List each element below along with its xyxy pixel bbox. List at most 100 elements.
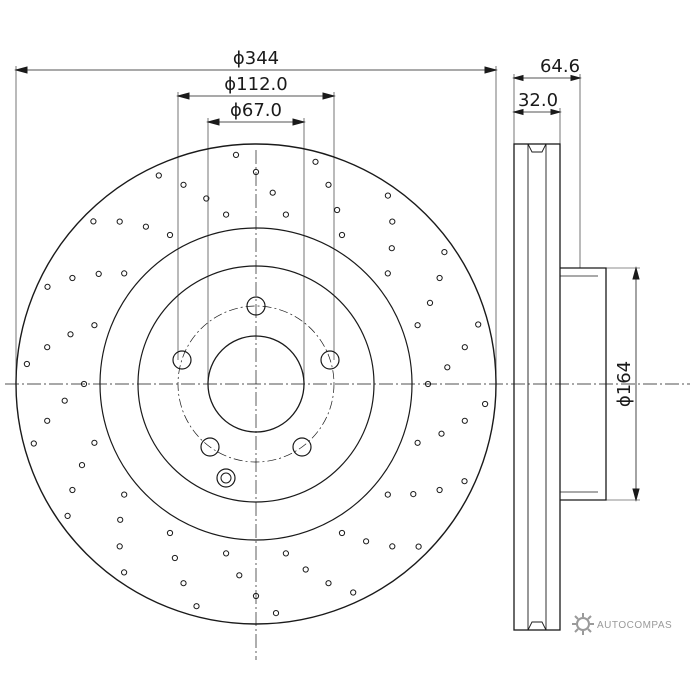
bolt-hole [200, 437, 220, 457]
side-bottom-chamfer [527, 621, 547, 631]
arrowhead [14, 66, 28, 74]
drill-hole [203, 195, 210, 202]
drill-hole [414, 322, 421, 329]
arrowhead [632, 266, 640, 280]
hat-diameter-label: ϕ164 [614, 361, 635, 407]
drill-hole [252, 592, 260, 600]
drill-hole [44, 417, 51, 424]
drill-hole [90, 218, 97, 225]
drill-hole [64, 512, 71, 520]
drill-hole [441, 249, 448, 256]
drill-hole [252, 168, 260, 176]
drill-hole [193, 603, 200, 610]
center-bore-label: ϕ67.0 [230, 100, 282, 121]
gear-logo-icon [572, 613, 594, 635]
drill-hole [414, 439, 421, 446]
drill-hole [171, 554, 178, 562]
watermark: AUTOCOMPAS [572, 613, 672, 635]
diameter-dimensions [14, 66, 498, 384]
drill-hole [121, 569, 128, 576]
bolt-hole [172, 350, 192, 370]
drill-hole [180, 580, 187, 587]
drill-hole [155, 172, 162, 179]
drill-hole [325, 181, 332, 188]
arrowhead [176, 92, 190, 100]
drill-hole [461, 478, 468, 485]
bolt-circle-pcd [177, 305, 335, 463]
drill-hole [166, 231, 174, 239]
drill-hole [334, 206, 341, 214]
drill-hole [23, 360, 30, 368]
arrowhead [632, 488, 640, 502]
drill-hole [116, 543, 123, 550]
drill-hole [30, 440, 37, 447]
drill-hole [384, 270, 391, 277]
drill-hole [223, 550, 230, 557]
drill-hole [223, 211, 230, 218]
drill-hole [384, 491, 391, 498]
drill-hole [410, 491, 417, 498]
drill-hole [363, 538, 370, 545]
bolt-hole [320, 350, 340, 370]
drill-hole [338, 231, 346, 239]
drill-hole [269, 189, 276, 196]
drill-hole [482, 400, 489, 408]
drill-hole [384, 192, 391, 199]
drill-hole [475, 321, 482, 328]
drilled-holes [23, 151, 489, 617]
drill-hole [121, 491, 128, 498]
drill-hole [302, 566, 309, 573]
locating-screw-hole-outer [216, 468, 236, 488]
drill-hole [67, 331, 74, 338]
disc-side-view [513, 143, 607, 631]
drill-hole [426, 299, 434, 306]
watermark-text: AUTOCOMPAS [597, 620, 672, 631]
drill-hole [91, 439, 98, 446]
arrowhead [322, 92, 336, 100]
drill-hole [436, 486, 443, 494]
drill-hole [415, 543, 422, 550]
side-hat [560, 267, 607, 501]
disc-thickness-label: 32.0 [518, 90, 558, 111]
drill-hole [236, 572, 243, 579]
drill-hole [461, 417, 468, 424]
arrowhead [512, 74, 524, 82]
drill-hole [232, 151, 240, 158]
drill-hole [44, 344, 51, 351]
drill-hole [282, 550, 289, 557]
side-top-chamfer [527, 143, 547, 153]
drill-hole [95, 270, 102, 277]
drill-hole [91, 322, 98, 329]
bolt-hole [292, 437, 312, 457]
drill-hole [121, 270, 128, 277]
drill-hole [436, 274, 443, 282]
total-width-label: 64.6 [540, 56, 580, 77]
drill-hole [350, 589, 357, 596]
side-dimensions [512, 74, 640, 502]
drill-hole [312, 158, 319, 165]
locating-screw-hole-inner [220, 472, 232, 484]
drill-hole [424, 380, 432, 388]
drill-hole [117, 516, 124, 523]
drill-hole [80, 380, 88, 388]
bolt-hole [246, 296, 266, 316]
arrowhead [512, 108, 524, 116]
drill-hole [389, 218, 396, 225]
drill-hole [69, 486, 76, 494]
pcd-label: ϕ112.0 [224, 74, 287, 95]
drill-hole [444, 364, 451, 371]
disc-front-view [5, 143, 690, 660]
outer-diameter-label: ϕ344 [233, 48, 279, 69]
arrowhead [570, 74, 582, 82]
drill-hole [44, 283, 51, 290]
drill-hole [282, 211, 289, 218]
drill-hole [78, 462, 86, 469]
drill-hole [116, 218, 123, 225]
arrowhead [206, 118, 220, 126]
drill-hole [69, 274, 76, 282]
drill-hole [461, 344, 468, 351]
drill-hole [142, 223, 149, 230]
arrowhead [484, 66, 498, 74]
drill-hole [438, 430, 445, 437]
